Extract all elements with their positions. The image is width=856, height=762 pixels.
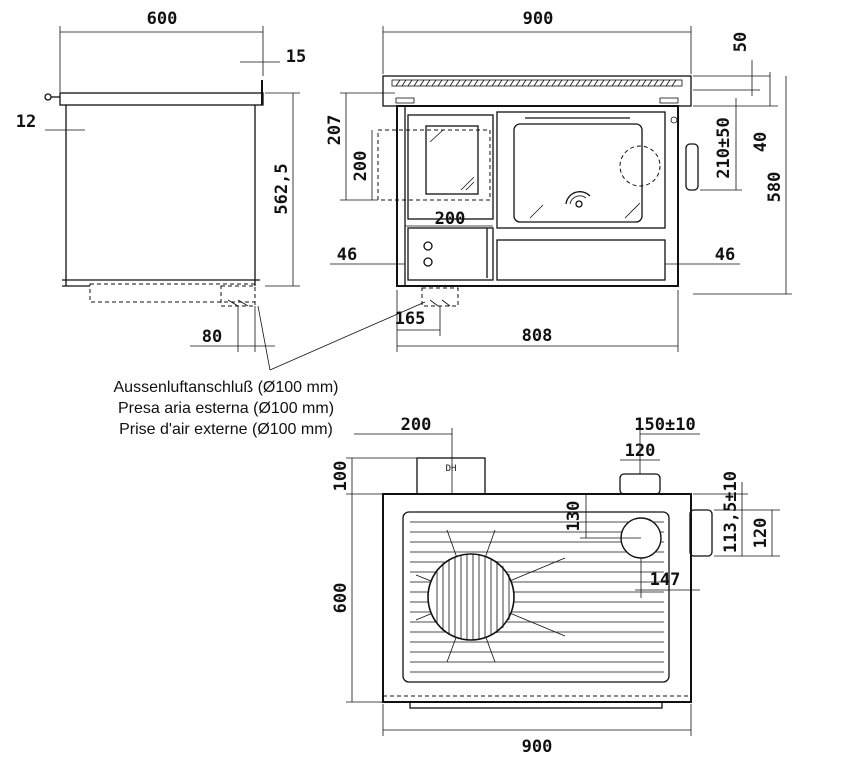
top-dh-width-dim: 200 (401, 415, 432, 435)
front-hob-grille (391, 79, 683, 87)
front-inner-width-dim: 808 (522, 326, 553, 346)
top-width-dim: 900 (522, 737, 553, 757)
top-rear-flue (619, 473, 661, 495)
air-note-de: Aussenluftanschluß (Ø100 mm) (114, 379, 339, 396)
front-side-fitting (670, 116, 678, 124)
side-depth-dim: 600 (147, 9, 178, 29)
side-top-overhang-dim: 15 (286, 47, 306, 67)
side-top-plate (59, 92, 264, 106)
top-flue-offset-dim: 150±10 (634, 415, 695, 435)
front-air-inlet (421, 287, 459, 307)
front-side-flue (685, 143, 699, 191)
front-firebox-window (425, 125, 479, 195)
front-left-drawer-dim: 46 (337, 245, 357, 265)
front-control-knob-1 (423, 241, 433, 251)
front-firebox-height-dim: 200 (351, 151, 371, 182)
front-left-vent (395, 97, 415, 104)
front-flue-height-dim: 210±50 (714, 117, 734, 178)
top-burner (415, 529, 566, 663)
top-side-flue-height-dim: 113,5±10 (721, 471, 741, 553)
side-air-offset-dim: 80 (202, 327, 222, 347)
air-leader-side (257, 305, 271, 371)
front-left-drawer (407, 227, 494, 281)
side-ash-drawer (89, 283, 256, 303)
top-side-flue-diameter-dim: 120 (751, 518, 771, 549)
front-right-vent (659, 97, 679, 104)
top-depth-dim: 600 (331, 583, 351, 614)
front-firebox-outline (377, 129, 491, 201)
side-wall-gap-dim: 12 (16, 112, 36, 132)
top-hob-plate (402, 511, 670, 683)
side-height-dim: 562,5 (272, 163, 292, 214)
front-right-drawer-dim: 46 (715, 245, 735, 265)
front-oven-window (513, 123, 643, 223)
side-knob (44, 93, 52, 101)
air-note-fr: Prise d'air externe (Ø100 mm) (119, 421, 333, 438)
top-flue-from-side-dim: 147 (650, 570, 681, 590)
top-back-height-dim: 100 (331, 461, 351, 492)
front-body (396, 105, 679, 287)
top-view: DH (331, 415, 780, 757)
air-leader-front (269, 301, 426, 371)
top-flue-from-back-dim: 130 (564, 501, 584, 532)
front-thermometer-icon (565, 191, 591, 208)
top-side-flue (689, 509, 713, 557)
front-air-inlet-offset-dim: 165 (395, 309, 426, 329)
front-oven-door (496, 111, 666, 229)
top-flue-diameter-dim: 120 (625, 441, 656, 461)
front-top-height-dim: 50 (731, 32, 751, 52)
front-firebox-door (407, 114, 494, 220)
front-control-knob-2 (423, 257, 433, 267)
side-view: 600 15 12 562,5 80 (16, 9, 306, 352)
front-view: 900 50 207 200 200 46 46 210±50 40 580 (325, 9, 792, 352)
air-inlet-note: Aussenluftanschluß (Ø100 mm) Presa aria … (114, 379, 339, 438)
front-width-dim: 900 (523, 9, 554, 29)
front-flue-top-dim: 40 (751, 132, 771, 152)
air-note-it: Presa aria esterna (Ø100 mm) (118, 400, 334, 417)
top-dh-label: DH (446, 464, 457, 474)
front-firebox-width-dim: 200 (435, 209, 466, 229)
top-front-rail (409, 701, 663, 709)
front-total-height-dim: 580 (765, 172, 785, 203)
top-front-edge (382, 695, 692, 703)
front-flue-opening (619, 145, 661, 187)
front-firebox-top-dim: 207 (325, 115, 345, 146)
side-air-inlet (220, 285, 256, 307)
front-ash-drawer (496, 239, 666, 281)
